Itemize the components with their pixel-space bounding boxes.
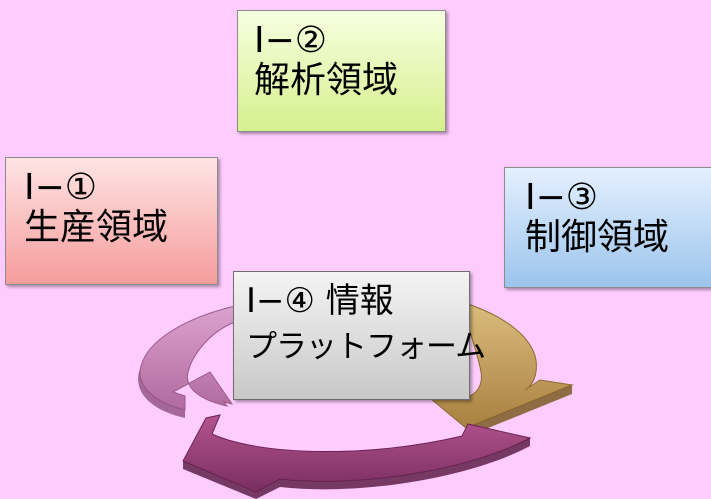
box-1-id: I−① xyxy=(24,167,98,208)
box-info-platform: I−④ 情報 プラットフォーム xyxy=(233,271,486,400)
box-3-id: I−③ xyxy=(525,177,599,218)
cycle-arrow-bottom-depth xyxy=(183,438,530,499)
box-production-area: I−① 生産領域 xyxy=(5,157,218,285)
cycle-arrow-right-depth xyxy=(466,385,572,437)
box-analysis-area: I−② 解析領域 xyxy=(237,10,446,132)
cycle-arrow-left xyxy=(139,305,236,411)
box-4-label: プラットフォーム xyxy=(246,329,486,366)
box-2-id: I−② xyxy=(254,20,328,61)
box-3-label: 制御領域 xyxy=(525,217,670,259)
cycle-arrow-left-depth xyxy=(138,366,185,418)
box-control-area: I−③ 制御領域 xyxy=(504,167,711,288)
cycle-arrow-bottom xyxy=(182,414,532,493)
box-4-id: I−④ 情報 xyxy=(246,281,394,321)
box-1-label: 生産領域 xyxy=(24,207,169,249)
box-2-label: 解析領域 xyxy=(254,60,399,102)
